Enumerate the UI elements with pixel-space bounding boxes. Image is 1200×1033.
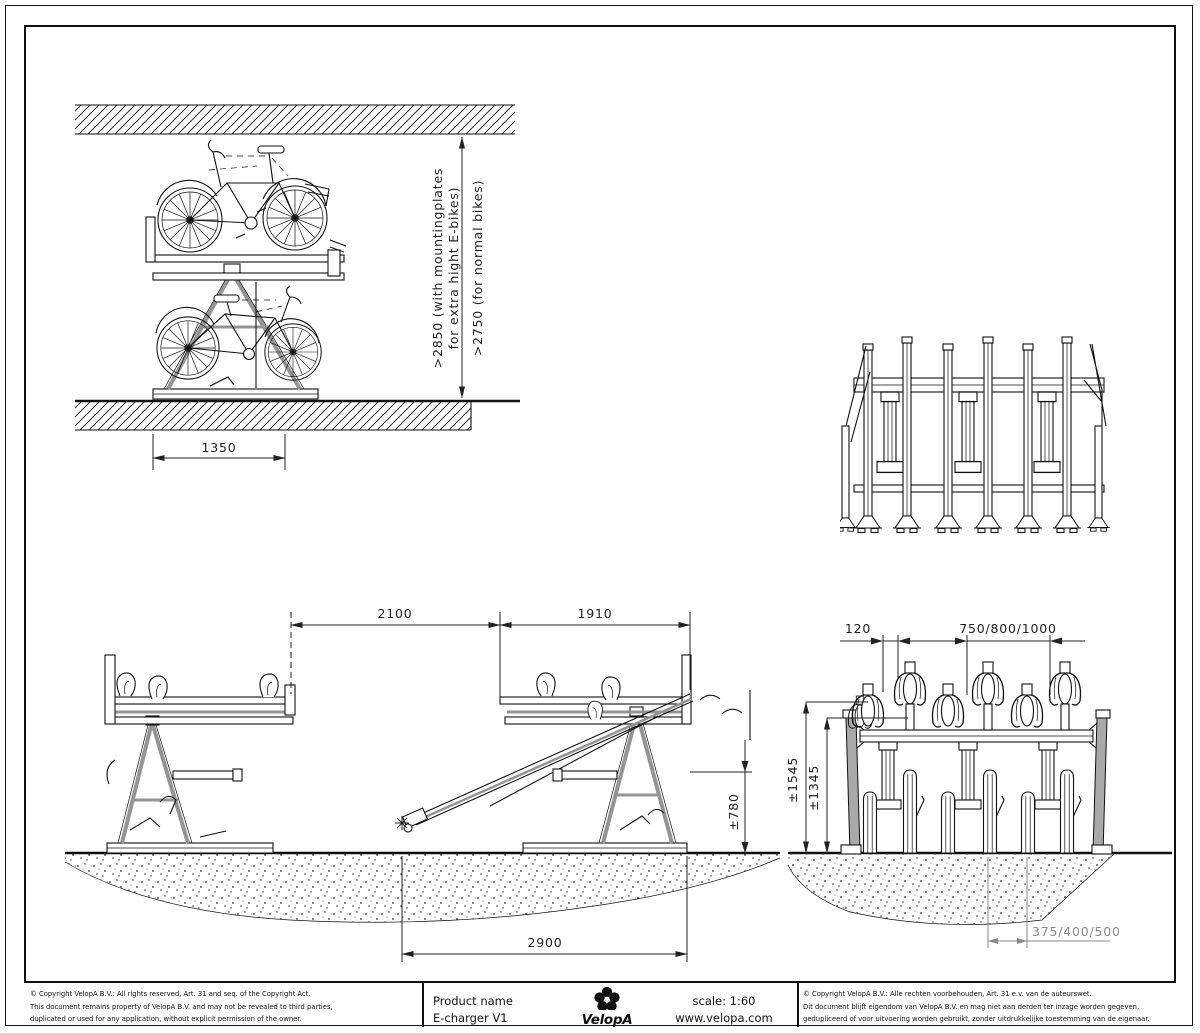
copyright-notice-nl: © Copyright VelopA B.V.: Alle rechten vo…	[803, 988, 1150, 1026]
dim-footprint-width: 1350	[152, 434, 286, 470]
dim-height-ebike-line1: >2850 (with mountingplates	[430, 168, 445, 369]
copyright-nl-line3: gedupliceerd of voor uitvoering worden g…	[803, 1015, 1150, 1024]
dim-handle-height: ±780	[690, 740, 752, 853]
dim-1350-label: 1350	[201, 440, 236, 455]
bike-lower	[155, 285, 322, 387]
rack-middle-side-lowered-tray	[395, 654, 751, 854]
scale-info: scale: 1:60 www.velopa.com	[655, 993, 793, 1027]
view-side-clearance: >2850 (with mountingplates for extra hig…	[75, 104, 520, 470]
dim-120-label: 120	[845, 621, 871, 636]
velopa-logo: VelopA	[566, 986, 648, 1028]
product-info: Product name E-charger V1	[433, 993, 513, 1027]
copyright-en-line3: duplicated or used for any application, …	[30, 1015, 302, 1024]
scale-value: scale: 1:60	[692, 994, 756, 1008]
website-link[interactable]: www.velopa.com	[675, 1011, 773, 1025]
dim-height-normal: >2750 (for normal bikes)	[470, 180, 485, 357]
sheet-outer-border	[5, 5, 1193, 1026]
product-name-label: Product name	[433, 994, 513, 1008]
dim-lower-tier-height: ±1345	[806, 717, 908, 854]
copyright-notice-en: © Copyright VelopA B.V.: All rights rese…	[30, 988, 333, 1026]
copyright-nl-line1: © Copyright VelopA B.V.: Alle rechten vo…	[803, 990, 1092, 998]
dim-height-ebike-line2: for extra hight E-bikes)	[446, 187, 461, 350]
dim-1910-label: 1910	[577, 606, 612, 621]
velopa-flower-icon	[594, 986, 620, 1012]
dim-upper-tier-height: ±1545	[785, 701, 868, 854]
ground	[64, 851, 780, 923]
rack-left-side	[104, 654, 296, 854]
dim-2900-label: 2900	[527, 935, 562, 950]
dim-780-label: ±780	[726, 793, 741, 831]
dim-foundation-spacing: 375/400/500	[987, 857, 1121, 948]
view-front-rack	[840, 336, 1111, 534]
product-name-value: E-charger V1	[433, 1011, 508, 1025]
dim-750-800-1000-label: 750/800/1000	[959, 621, 1057, 636]
dim-holder-offset: 120	[840, 621, 930, 692]
copyright-nl-line2: Dit document blijft eigendom van VelopA …	[803, 1002, 1140, 1011]
bike-upper	[156, 139, 330, 253]
dim-row-spacing: 2100 1910	[290, 606, 691, 700]
sheet-inner-border	[24, 25, 1176, 983]
view-front-dimensions: 120 750/800/1000 ±1545 ±1345 375/400/500	[785, 621, 1172, 948]
dim-row-depth: 2900	[401, 856, 688, 962]
dim-holder-pitch: 750/800/1000	[930, 621, 1085, 695]
ground	[787, 851, 1172, 925]
view-side-rows: 2100 1910 ±780 2900	[64, 606, 780, 962]
titleblock-divider-left	[422, 981, 424, 1027]
dim-375-400-500-label: 375/400/500	[1032, 924, 1121, 939]
dim-ceiling-height: >2850 (with mountingplates for extra hig…	[430, 136, 485, 399]
dim-1345-label: ±1345	[806, 765, 821, 811]
dim-1545-label: ±1545	[785, 757, 800, 803]
titleblock-divider-right	[797, 981, 799, 1027]
two-tier-rack-side	[145, 216, 347, 400]
copyright-en-line1: © Copyright VelopA B.V.: All rights rese…	[30, 990, 311, 998]
dim-2100-label: 2100	[377, 606, 412, 621]
rack-front-structure	[840, 661, 1113, 855]
floor-hatch	[75, 399, 520, 431]
copyright-en-line2: This document remains property of VelopA…	[30, 1002, 333, 1011]
brand-name: VelopA	[581, 1012, 633, 1028]
rack-front-structure	[840, 336, 1111, 534]
ceiling-hatch	[75, 104, 515, 135]
